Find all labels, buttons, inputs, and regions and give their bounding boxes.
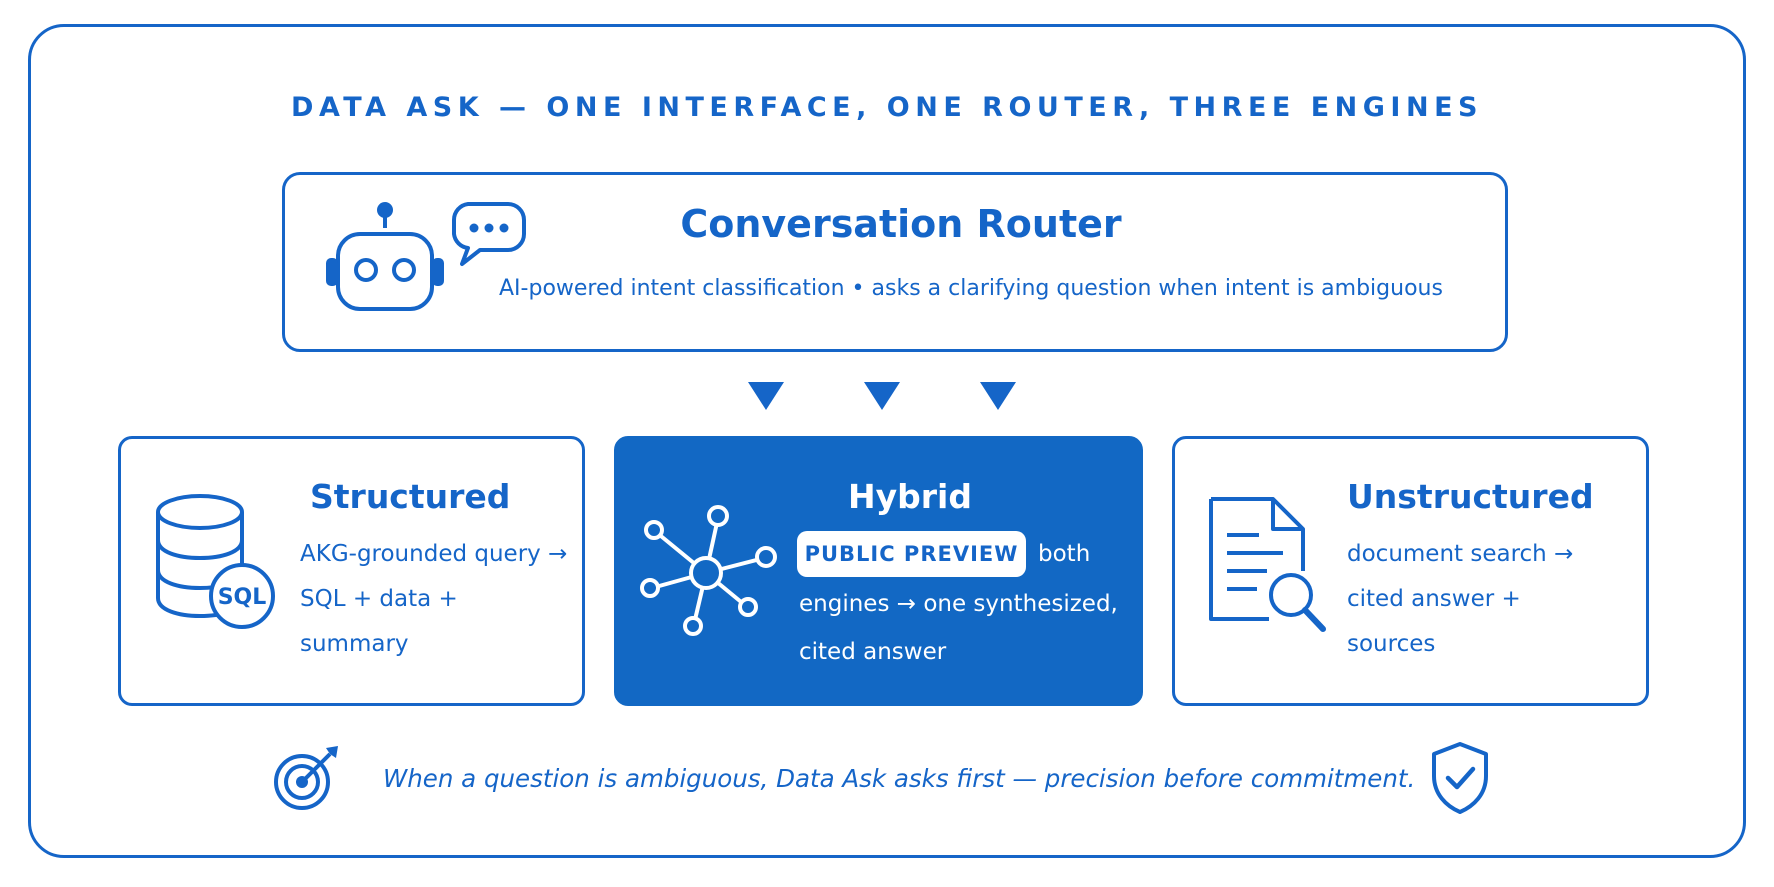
public-preview-badge: PUBLIC PREVIEW [797,531,1026,577]
diagram-frame [28,24,1746,858]
hybrid-description: engines → one synthesized, cited answer [799,580,1118,676]
chat-bubble-icon [451,202,526,266]
unstructured-line: cited answer + [1347,586,1521,612]
structured-line: AKG-grounded query → [300,541,568,567]
network-hub-icon [640,505,777,636]
structured-title: Structured [310,477,511,516]
arrow-down-icon [980,382,1016,410]
structured-card [118,436,585,706]
footer-statement: When a question is ambiguous, Data Ask a… [383,764,1416,793]
hybrid-line: engines → one synthesized, [799,591,1118,617]
hybrid-title: Hybrid [848,477,972,516]
unstructured-line: sources [1347,631,1436,657]
sql-icon-label: SQL [218,585,267,610]
structured-line: SQL + data + [300,586,458,612]
unstructured-line: document search → [1347,541,1574,567]
arrow-down-icon [748,382,784,410]
unstructured-title: Unstructured [1347,477,1594,516]
unstructured-description: document search → cited answer + sources [1347,532,1573,667]
robot-icon [326,202,444,311]
target-icon [274,746,338,810]
router-box [282,172,1508,352]
router-title: Conversation Router [680,202,1122,246]
database-sql-icon: SQL [156,494,275,629]
routing-arrows [748,382,1016,410]
shield-check-icon [1432,742,1488,814]
router-subtitle: AI-powered intent classification • asks … [499,276,1443,301]
hybrid-line: both [1038,541,1091,567]
hybrid-line: cited answer [799,639,947,665]
diagram-title: DATA ASK — ONE INTERFACE, ONE ROUTER, TH… [291,92,1483,123]
structured-description: AKG-grounded query → SQL + data + summar… [300,532,567,667]
structured-line: summary [300,631,409,657]
document-search-icon [1209,497,1326,632]
arrow-down-icon [864,382,900,410]
